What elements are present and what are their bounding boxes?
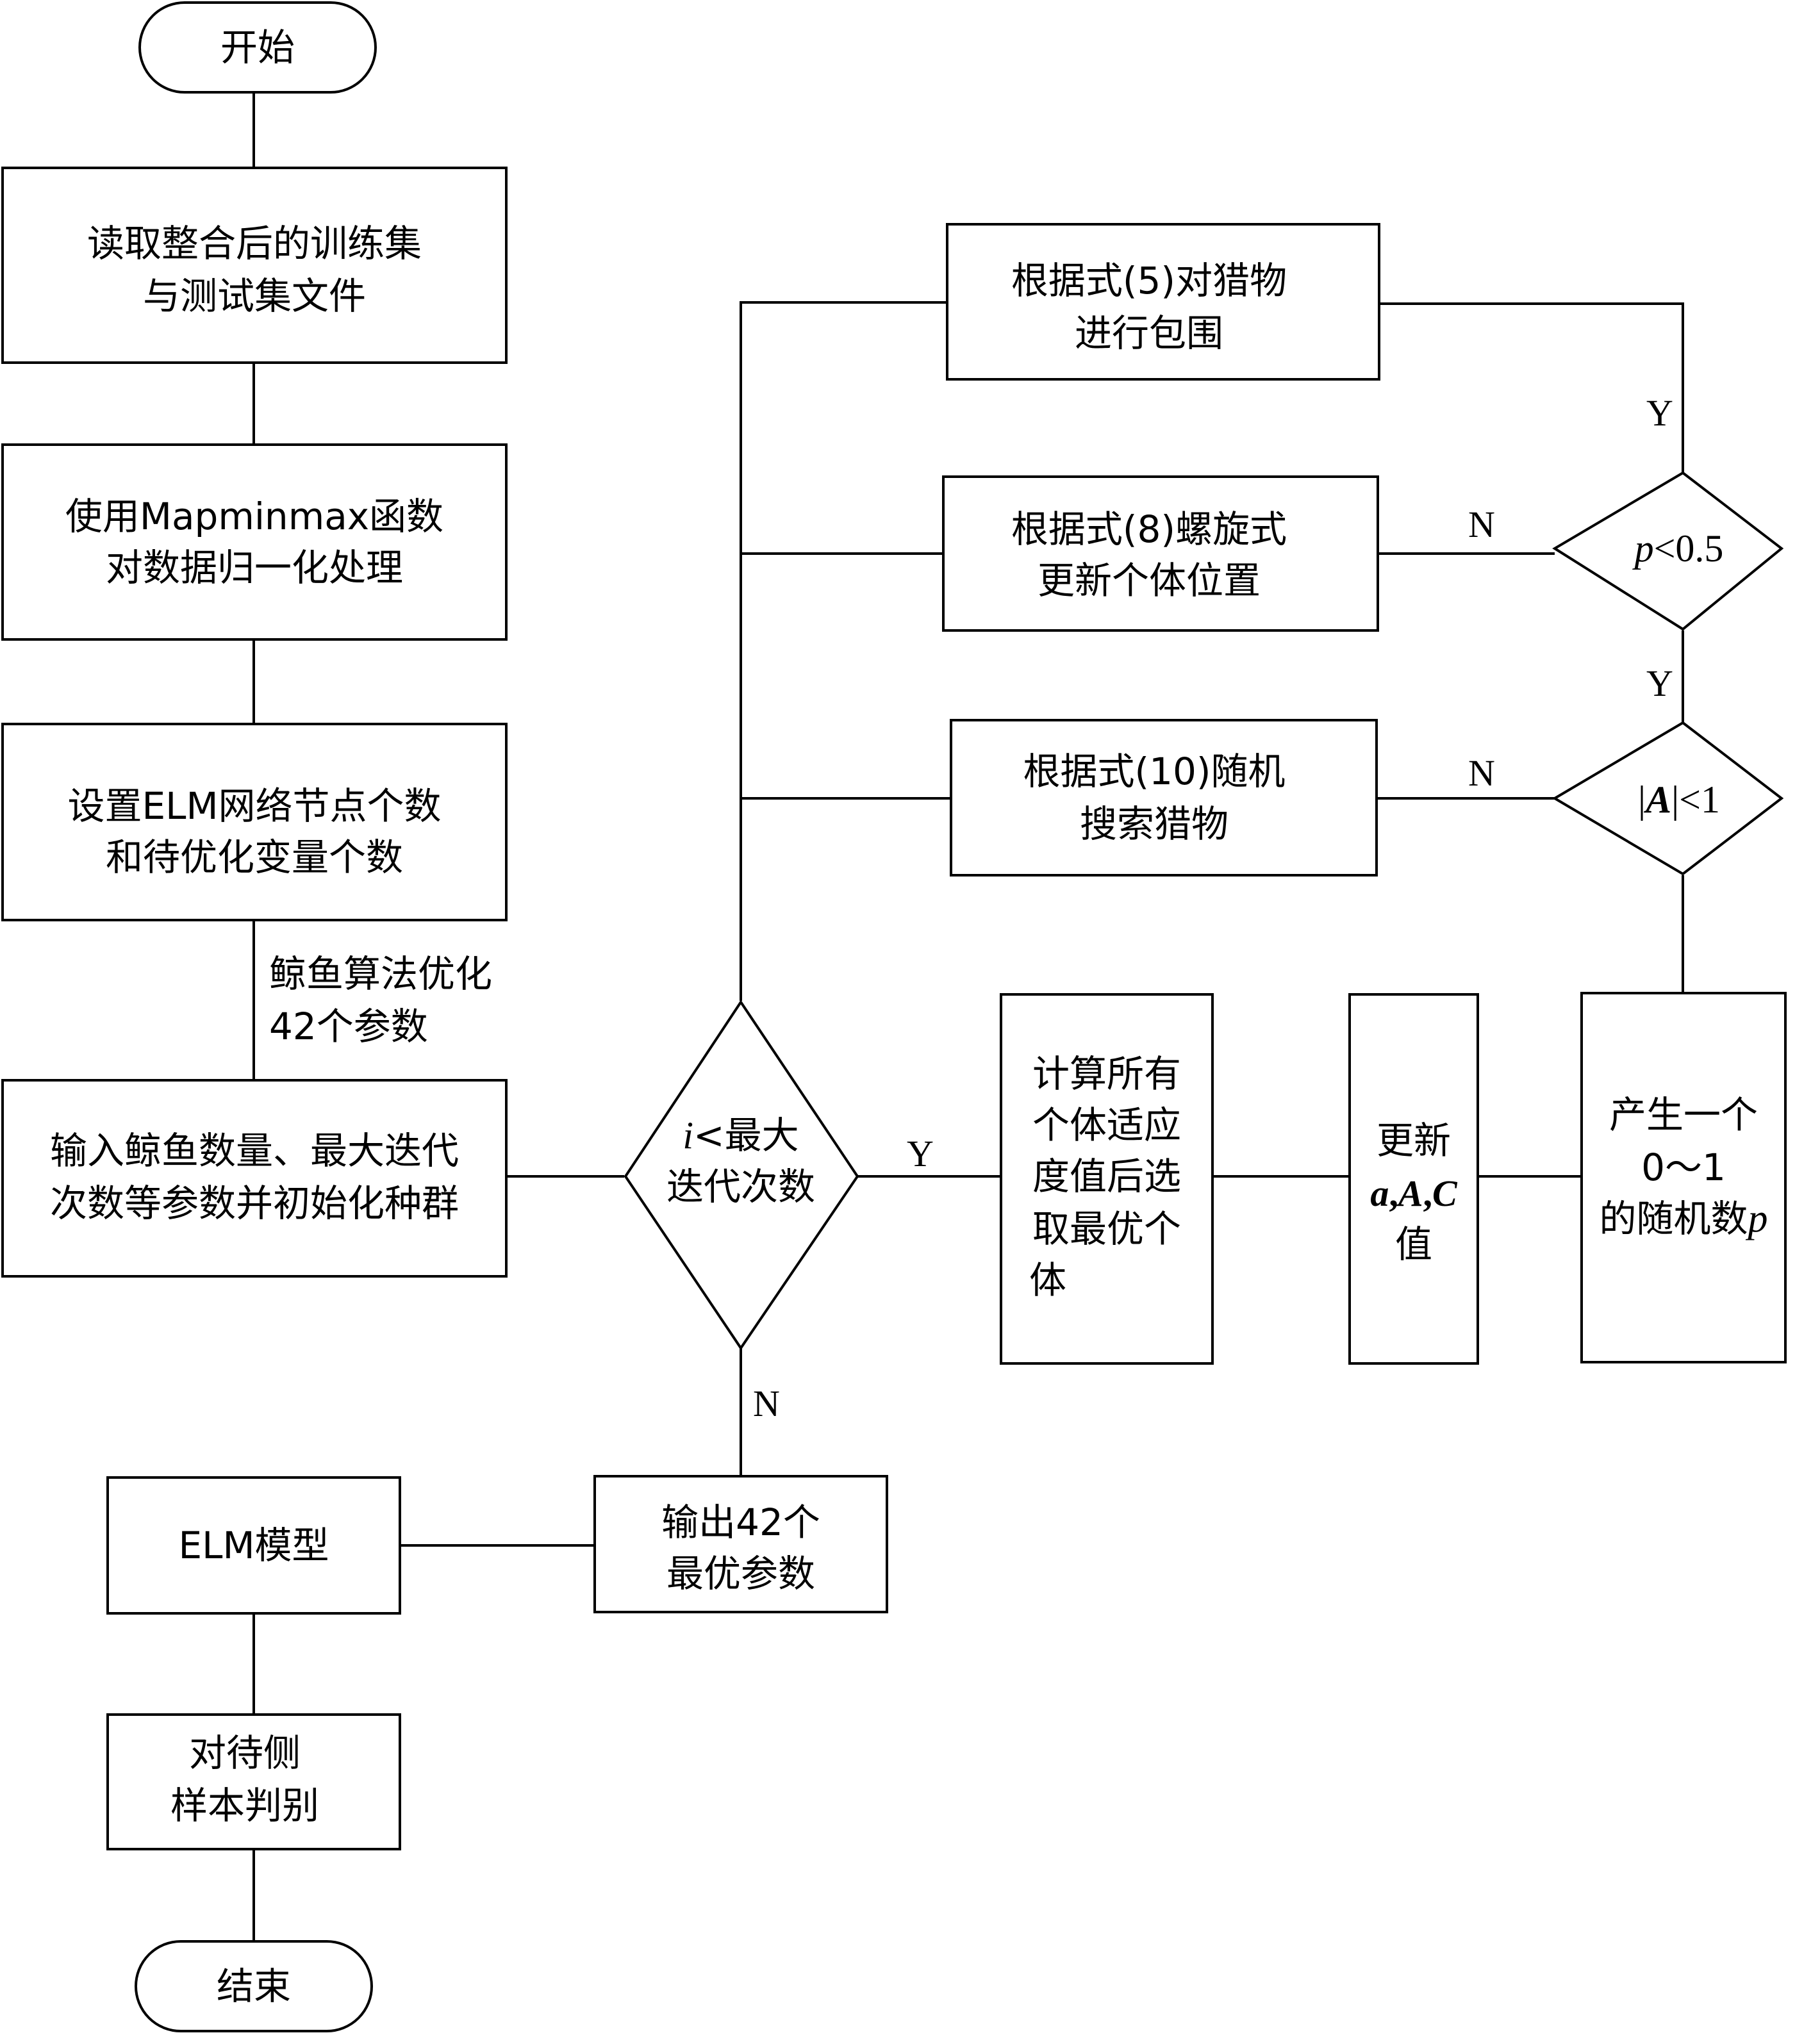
A-rest: |<1 [1671,778,1720,821]
iteration-condition-line-1: i<最大 [682,1114,798,1157]
start-label: 开始 [220,26,295,69]
random-p-box: 产生一个 0～1 的随机数p [1580,992,1787,1363]
init-line-1: 输入鲸鱼数量、最大迭代 [50,1129,459,1173]
elm-model-box: ELM模型 [106,1476,401,1615]
output-line-1: 输出42个 [661,1501,820,1544]
random-line-3-text: 的随机数 [1599,1197,1748,1240]
setup-elm-line-2: 和待优化变量个数 [106,835,403,879]
update-line-1: 更新 [1377,1119,1451,1162]
arrow-p-yes-to-encircle [1380,302,1684,473]
p-decision: p<0.5 [1552,471,1784,631]
label-A-no: N [1468,752,1495,794]
search-line-2: 搜索猎物 [1080,802,1228,846]
label-p-yes: Y [1646,392,1673,434]
A-var: A [1643,778,1671,821]
start-node: 开始 [138,1,377,94]
A-condition: |A|<1 [1638,778,1720,821]
p-rest: <0.5 [1654,527,1724,570]
iteration-condition-line-2: 迭代次数 [666,1165,815,1208]
init-population-box: 输入鲸鱼数量、最大迭代 次数等参数并初始化种群 [1,1079,508,1278]
random-line-1: 产生一个 [1609,1093,1758,1137]
iteration-var: i [682,1114,693,1156]
label-p-no: N [1468,504,1495,545]
update-var-C: C [1432,1173,1458,1214]
elm-model-label: ELM模型 [178,1524,329,1567]
A-bar: | [1638,778,1646,821]
output-line-2: 最优参数 [666,1552,815,1595]
fitness-line-4: 取最优个 [1032,1207,1181,1251]
update-params-box: 更新 a,A,C 值 [1348,993,1479,1365]
judge-box: 对待侧 样本判别 [106,1713,401,1850]
random-var-p: p [1746,1197,1768,1240]
judge-line-1: 对待侧 [189,1731,301,1775]
search-box: 根据式(10)随机 搜索猎物 [950,719,1378,877]
end-label: 结束 [217,1964,291,2008]
p-var: p [1632,527,1654,570]
search-line-1: 根据式(10)随机 [1023,750,1285,793]
fitness-line-3: 度值后选 [1032,1155,1181,1198]
encircle-line-1: 根据式(5)对猎物 [1011,259,1287,302]
update-line-3: 值 [1395,1222,1432,1266]
label-iteration-no: N [753,1383,780,1424]
fitness-line-1: 计算所有 [1032,1052,1181,1096]
label-iteration-yes: Y [907,1133,934,1174]
p-condition: p<0.5 [1632,527,1724,570]
read-files-line-2: 与测试集文件 [143,274,366,318]
optimize-note-line-2: 42个参数 [269,1005,428,1048]
read-files-line-1: 读取整合后的训练集 [87,222,422,265]
fitness-box: 计算所有 个体适应 度值后选 取最优个 体 [1000,993,1214,1365]
optimize-note-line-1: 鲸鱼算法优化 [269,952,492,996]
update-var-a: a [1370,1173,1389,1214]
iteration-decision: i<最大 迭代次数 [624,1000,859,1351]
label-A-yes: Y [1646,663,1673,704]
normalize-box: 使用Mapminmax函数 对数据归一化处理 [1,443,508,641]
update-var-A: A [1396,1173,1423,1214]
encircle-line-2: 进行包围 [1075,311,1223,355]
spiral-line-1: 根据式(8)螺旋式 [1011,507,1287,551]
output-params-box: 输出42个 最优参数 [593,1475,888,1613]
setup-elm-line-1: 设置ELM网络节点个数 [67,784,441,828]
return-bus [740,301,947,1001]
random-line-3: 的随机数p [1599,1197,1767,1240]
A-decision: |A|<1 [1552,721,1784,876]
setup-elm-box: 设置ELM网络节点个数 和待优化变量个数 [1,723,508,921]
spiral-box: 根据式(8)螺旋式 更新个体位置 [942,475,1379,632]
spiral-line-2: 更新个体位置 [1038,559,1261,602]
init-line-2: 次数等参数并初始化种群 [50,1181,459,1225]
random-line-2: 0～1 [1641,1146,1726,1189]
judge-line-2: 样本判别 [170,1784,319,1827]
encircle-box: 根据式(5)对猎物 进行包围 [946,223,1380,381]
normalize-line-2: 对数据归一化处理 [106,546,403,589]
read-files-box: 读取整合后的训练集 与测试集文件 [1,167,508,364]
normalize-line-1: 使用Mapminmax函数 [65,495,443,538]
iteration-condition-rest: <最大 [693,1114,799,1157]
fitness-line-2: 个体适应 [1032,1103,1181,1147]
end-node: 结束 [135,1940,373,2032]
fitness-line-5: 体 [1029,1258,1066,1302]
update-line-2: a,A,C [1370,1173,1458,1214]
